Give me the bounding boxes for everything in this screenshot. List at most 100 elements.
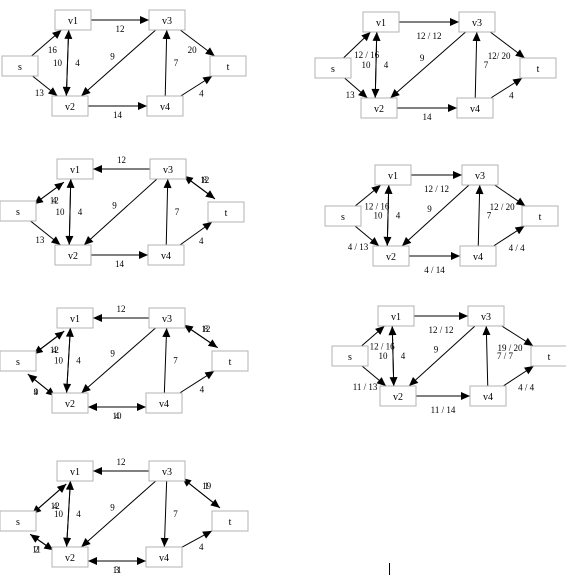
edge-v1-v2-label: 10 bbox=[54, 509, 64, 519]
edge-v2-v1-line bbox=[65, 29, 70, 96]
edge-v3-v2-line bbox=[83, 178, 158, 246]
edge-v2-v4-label: 14 bbox=[115, 259, 125, 269]
edge-v3-t-arrowhead bbox=[515, 197, 526, 206]
edge-s-v2-arrowhead bbox=[358, 89, 368, 98]
edge-s-v2-label: 11 / 13 bbox=[353, 382, 378, 392]
edge-v2-v4-arrowhead bbox=[451, 252, 460, 260]
edge-s-v2-label: 2 bbox=[34, 545, 39, 555]
edge-v1-v3: 12 / 12 bbox=[399, 18, 459, 41]
node-v2-box bbox=[360, 97, 398, 119]
node-s: s bbox=[1, 55, 39, 77]
edge-v3-t-label: 12 / 20 bbox=[490, 202, 516, 212]
edge-v3-v2-label: 9 bbox=[110, 349, 115, 359]
edge-s-v2-arrowhead bbox=[376, 377, 386, 386]
edge-s-v1-arrowhead bbox=[371, 185, 381, 194]
node-v4: v4 bbox=[469, 385, 507, 407]
edge-v2-v1: 4 bbox=[64, 29, 80, 96]
edge-v2-v1-line bbox=[386, 184, 390, 246]
node-v3-box bbox=[148, 460, 186, 482]
edge-s-v2: 13 bbox=[30, 220, 61, 246]
edge-t-v3-label: 12 bbox=[201, 324, 210, 334]
node-t-label: t bbox=[539, 212, 542, 223]
edge-v4-t-arrowhead bbox=[202, 222, 213, 231]
node-v4-label: v4 bbox=[160, 102, 170, 113]
edge-v3-t-arrowhead bbox=[515, 49, 525, 58]
edge-s-v1-arrowhead bbox=[56, 484, 67, 493]
edge-s-v2-label: 13 bbox=[35, 88, 45, 98]
node-v2-label: v2 bbox=[68, 251, 78, 262]
node-s-box bbox=[331, 345, 369, 367]
node-v2: v2 bbox=[51, 392, 89, 414]
edge-v4-v3-arrowhead bbox=[163, 179, 172, 189]
edge-v3-v2-line bbox=[81, 327, 156, 394]
node-v3-label: v3 bbox=[475, 171, 485, 182]
node-v4-label: v4 bbox=[159, 399, 169, 410]
edge-v4-v3-label: 7 bbox=[487, 211, 492, 221]
node-v3-label: v3 bbox=[481, 312, 491, 323]
edge-s-v1-label: 4 bbox=[52, 345, 57, 355]
edge-v4-v3-arrowhead bbox=[472, 32, 481, 42]
edge-v1-v3-arrowhead bbox=[140, 16, 149, 24]
node-s: s bbox=[0, 510, 37, 532]
edge-s-v1-arrowhead bbox=[52, 30, 62, 39]
edge-v4-v2-arrowhead bbox=[88, 403, 97, 411]
node-v4-box bbox=[145, 546, 183, 568]
node-v1-box bbox=[54, 9, 92, 31]
node-v4-box bbox=[459, 245, 497, 267]
node-t-label: t bbox=[537, 64, 540, 75]
node-v2: v2 bbox=[51, 95, 89, 117]
edge-v3-v1-arrowhead bbox=[93, 467, 102, 475]
edge-s-v1: 12 / 16 bbox=[343, 31, 380, 60]
node-v3-label: v3 bbox=[162, 467, 172, 478]
edge-v1-v3-arrowhead bbox=[453, 171, 462, 179]
edge-t-v3: 12 bbox=[183, 175, 216, 200]
edge-v4-v3-arrowhead bbox=[482, 326, 491, 336]
node-v3: v3 bbox=[148, 307, 186, 329]
edge-v3-t: 20 bbox=[179, 29, 216, 57]
text-cursor bbox=[389, 563, 390, 575]
edge-v3-v2: 9 bbox=[80, 29, 157, 97]
edge-v3-v4: 7 bbox=[160, 480, 178, 548]
edge-v4-t-arrowhead bbox=[512, 78, 523, 87]
edge-v3-v2-label: 9 bbox=[420, 53, 425, 63]
edge-s-v2-label: 4 / 13 bbox=[348, 242, 369, 252]
node-v4-box bbox=[146, 95, 184, 117]
edge-v2-v4-arrowhead bbox=[461, 392, 470, 400]
edge-v3-t-label: 1 bbox=[204, 481, 209, 491]
edge-v3-v2-arrowhead bbox=[409, 376, 419, 386]
edge-v4-v3-line bbox=[477, 184, 481, 247]
edge-v1-v2-label: 10 bbox=[379, 351, 389, 361]
edge-v3-v1-arrowhead bbox=[93, 165, 102, 173]
edge-t-v3-label: 19 bbox=[202, 481, 212, 491]
edge-v3-v2-line bbox=[80, 480, 157, 548]
edge-v3-v2-arrowhead bbox=[81, 384, 91, 393]
edge-v1-v3: 12 / 12 bbox=[414, 312, 468, 335]
edge-v2-v1-line bbox=[68, 178, 72, 245]
node-v4-label: v4 bbox=[470, 104, 480, 115]
edge-v2-v4: 14 bbox=[91, 251, 148, 269]
edge-s-v2-label: 9 bbox=[34, 387, 39, 397]
edge-v2-v1: 4 bbox=[65, 327, 81, 393]
node-s: s bbox=[0, 350, 37, 372]
node-t-box bbox=[211, 510, 249, 532]
node-v3-box bbox=[149, 158, 187, 180]
node-t-box bbox=[207, 201, 245, 223]
edge-v2-v1-arrowhead bbox=[65, 327, 74, 337]
edge-v2-v1-label: 4 bbox=[396, 210, 401, 220]
node-s-box bbox=[0, 200, 37, 222]
edge-v3-v4-label: 7 bbox=[173, 509, 178, 519]
node-v2-box bbox=[51, 392, 89, 414]
edge-v4-v3: 7 bbox=[163, 178, 180, 246]
edge-s-v2: 13 bbox=[32, 75, 58, 98]
edge-v4-v3: 7 / 7 bbox=[482, 325, 513, 387]
edge-v3-v1: 12 bbox=[93, 457, 149, 475]
node-v3-label: v3 bbox=[163, 165, 173, 176]
node-v1-box bbox=[374, 164, 412, 186]
edge-v3-v2: 9 bbox=[83, 178, 158, 246]
node-v3: v3 bbox=[148, 9, 186, 31]
edge-v2-v1-arrowhead bbox=[66, 178, 75, 188]
node-v2-box bbox=[54, 244, 92, 266]
node-s-label: s bbox=[331, 64, 335, 75]
node-v1: v1 bbox=[377, 305, 415, 327]
